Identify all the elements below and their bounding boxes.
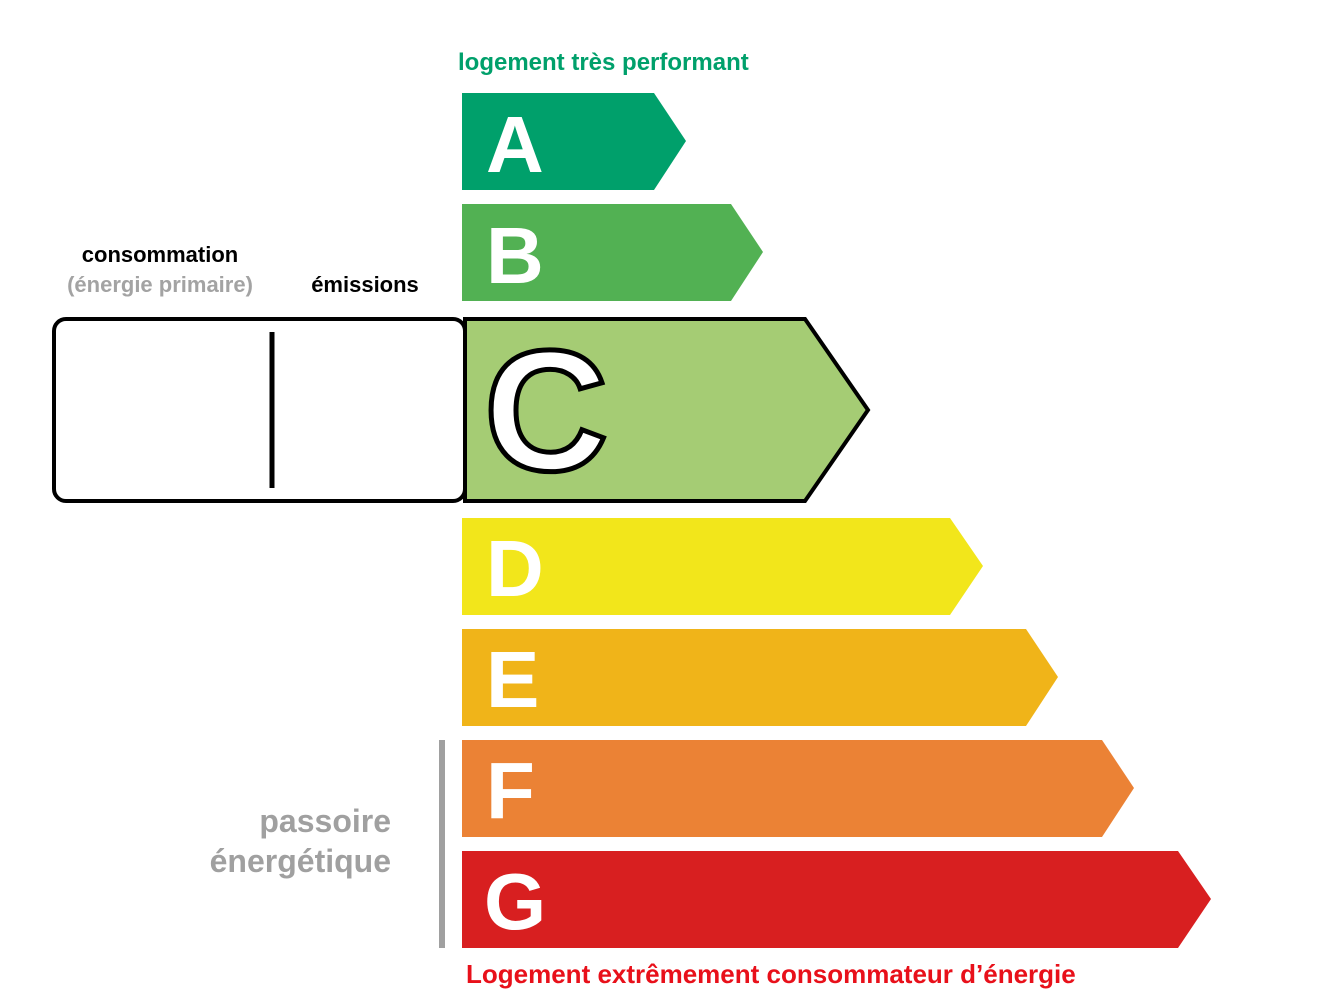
- top-label: logement très performant: [458, 49, 749, 76]
- passoire-label-line1: passoire: [259, 803, 391, 839]
- bottom-label: Logement extrêmement consommateur d’éner…: [466, 959, 1076, 989]
- class-letter-a: A: [486, 100, 544, 189]
- class-bar-b: [462, 204, 763, 301]
- class-letter-g: G: [484, 857, 546, 946]
- class-letter-f: F: [486, 746, 535, 835]
- passoire-bracket: [439, 740, 445, 948]
- consumption-label: consommation: [82, 242, 238, 267]
- class-bar-e: [462, 629, 1058, 726]
- class-bar-d: [462, 518, 983, 615]
- class-letter-b: B: [486, 211, 544, 300]
- class-letter-e: E: [486, 635, 539, 724]
- class-bar-g: [462, 851, 1211, 948]
- consumption-sublabel: (énergie primaire): [67, 272, 253, 297]
- class-letter-d: D: [486, 524, 544, 613]
- passoire-label-line2: énergétique: [210, 843, 391, 879]
- value-box: [52, 317, 467, 503]
- class-bar-a: [462, 93, 686, 190]
- emissions-label: émissions: [311, 272, 419, 297]
- class-letter-c: C: [484, 315, 608, 507]
- class-bar-f: [462, 740, 1134, 837]
